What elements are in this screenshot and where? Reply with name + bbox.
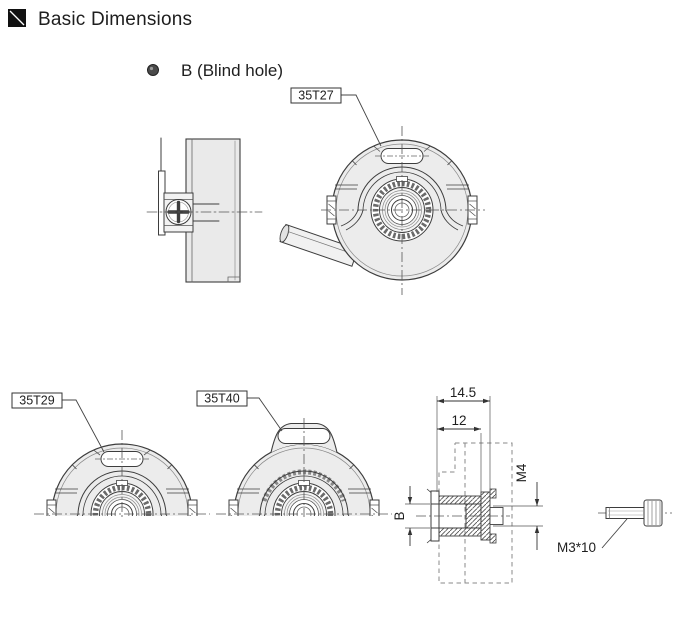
legend: B (Blind hole) [147, 61, 283, 80]
leader-line [62, 399, 105, 453]
label-text-35t40: 35T40 [204, 392, 239, 406]
cable [279, 223, 359, 267]
screw-drawing: M3*10 [557, 499, 672, 555]
section-view: 14.5 12 M4 B [392, 385, 543, 584]
legend-label: B (Blind hole) [181, 61, 283, 80]
half-view-35t40 [216, 418, 392, 517]
half-view-35t29 [34, 430, 210, 517]
label-text-35t27: 35T27 [298, 89, 333, 103]
dim-thread: M4 [514, 463, 540, 550]
part-label-35t27: 35T27 [290, 87, 382, 147]
svg-text:M4: M4 [514, 463, 529, 482]
part-label-35t29: 35T29 [11, 392, 105, 453]
label-text-35t29: 35T29 [19, 394, 54, 408]
leader-line [341, 94, 382, 147]
side-view [146, 137, 263, 283]
page-title: Basic Dimensions [38, 9, 192, 30]
header-square-icon-slash [9, 10, 25, 26]
part-label-35t40: 35T40 [196, 390, 283, 432]
bullet-icon-highlight [149, 66, 154, 71]
screw-head [643, 499, 663, 527]
front-view-35t27 [279, 126, 485, 295]
svg-text:12: 12 [451, 413, 466, 428]
screw-label: M3*10 [557, 540, 596, 555]
svg-text:14.5: 14.5 [450, 385, 476, 400]
bullet-icon [147, 64, 159, 76]
header: Basic Dimensions [8, 9, 192, 30]
leader-line [247, 397, 283, 432]
svg-text:B: B [392, 511, 407, 520]
leader-line [601, 518, 628, 549]
dim-bore: B [392, 486, 413, 546]
dim-overall-depth: 14.5 [437, 385, 490, 404]
dim-hub-depth: 12 [437, 413, 481, 432]
